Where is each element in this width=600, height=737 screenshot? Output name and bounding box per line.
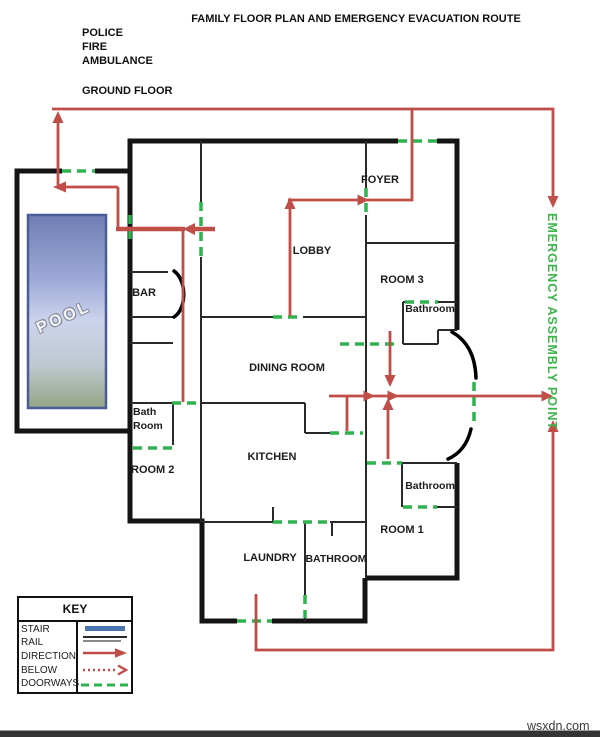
room-label-room1: ROOM 1	[380, 524, 424, 536]
stair-symbol	[84, 625, 125, 631]
legend-labels: STAIR RAIL DIRECTION BELOW DOORWAYS	[19, 622, 80, 692]
legend-title: KEY	[19, 598, 131, 622]
room-label-room2: ROOM 2	[131, 464, 175, 476]
room-label-bathroom-main: BATHROOM	[305, 553, 367, 565]
legend-label-direction: DIRECTION	[21, 650, 76, 662]
emergency-assembly-point-label: EMERGENCY ASSEMBLY POINT	[545, 213, 559, 431]
room-label-foyer: FOYER	[361, 174, 399, 186]
doorways	[62, 139, 476, 623]
page-title: FAMILY FLOOR PLAN AND EMERGENCY EVACUATI…	[191, 13, 521, 25]
service-ambulance: AMBULANCE	[82, 55, 153, 68]
outer-walls	[14, 138, 460, 624]
direction-arrow-symbol	[82, 647, 127, 658]
pool	[26, 213, 108, 410]
watermark: wsxdn.com	[527, 719, 590, 733]
room-label-bathroom-room1: Bathroom	[405, 480, 455, 492]
side-door-upper-arc	[450, 330, 478, 380]
evacuation-routes	[52, 107, 559, 652]
service-police: POLICE	[82, 27, 123, 39]
below-dotted-arrow-symbol	[82, 663, 128, 676]
room-label-bathroom2-line1: Bath	[133, 406, 157, 418]
room-label-laundry: LAUNDRY	[243, 552, 297, 564]
service-fire: FIRE	[82, 41, 108, 54]
emergency-services-list: POLICE FIRE AMBULANCE	[82, 26, 153, 69]
legend-key: KEY STAIR RAIL DIRECTION BELOW DOORWAYS	[17, 596, 133, 694]
room-label-dining: DINING ROOM	[249, 362, 325, 374]
floor-label: GROUND FLOOR	[82, 85, 173, 97]
legend-label-doorways: DOORWAYS	[21, 678, 80, 690]
legend-label-rail: RAIL	[21, 637, 44, 649]
room-label-room3: ROOM 3	[380, 274, 424, 286]
route-arrowheads	[52, 111, 559, 432]
legend-label-below: BELOW	[21, 664, 58, 676]
doorways-dash-symbol	[80, 683, 129, 686]
legend-symbols	[78, 622, 131, 692]
door-swing-arcs	[172, 269, 478, 461]
room-label-bathroom2-line2: Room	[133, 420, 163, 432]
rail-symbol	[82, 635, 127, 642]
room-label-lobby: LOBBY	[292, 245, 332, 257]
room-label-bathroom-room3: Bathroom	[405, 303, 455, 315]
room-label-bar: BAR	[132, 287, 156, 299]
bottom-border-bar	[0, 730, 600, 737]
interior-walls	[130, 141, 457, 621]
legend-label-stair: STAIR	[21, 623, 50, 635]
side-door-lower-arc	[446, 427, 473, 461]
room-label-kitchen: KITCHEN	[247, 451, 297, 463]
